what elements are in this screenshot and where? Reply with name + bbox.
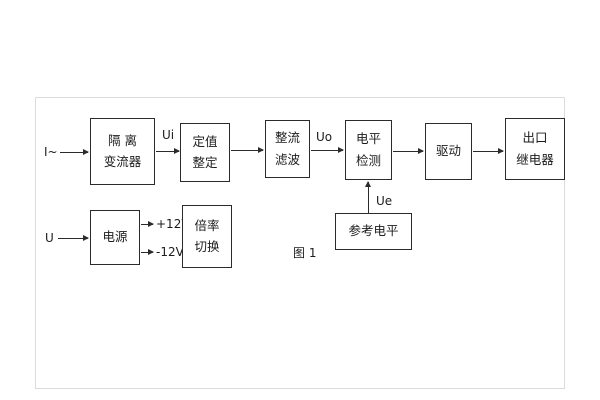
arrow-power-plus12 bbox=[141, 221, 154, 227]
input-current-label: I~ bbox=[44, 145, 58, 159]
signal-minus12-label: -12V bbox=[156, 245, 184, 259]
figure-border bbox=[35, 97, 565, 389]
block-ratio-switching-line2: 切换 bbox=[194, 239, 220, 254]
block-rectifier-filter-line2: 滤波 bbox=[274, 151, 300, 167]
block-ratio-switching: 倍率 切换 bbox=[182, 205, 232, 268]
block-output-relay-line1: 出口 bbox=[522, 130, 548, 145]
arrow-isolation-to-setting bbox=[156, 148, 180, 154]
block-level-detection-line1: 电平 bbox=[355, 131, 381, 146]
signal-plus12-label: +12V bbox=[156, 217, 190, 231]
block-setpoint-setting: 定值 整定 bbox=[180, 123, 230, 182]
signal-ue-label: Ue bbox=[376, 194, 393, 208]
block-rectifier-filter: 整流 滤波 bbox=[265, 120, 310, 178]
block-reference-level-line1: 参考电平 bbox=[348, 223, 399, 239]
block-ratio-switching-line1: 倍率 bbox=[194, 217, 220, 233]
figure-caption: 图 1 bbox=[293, 246, 317, 260]
input-voltage-label: U bbox=[45, 231, 54, 245]
block-output-relay: 出口 继电器 bbox=[505, 118, 565, 180]
block-drive: 驱动 bbox=[425, 123, 472, 180]
arrow-power-minus12 bbox=[141, 249, 154, 255]
arrow-reference-to-level bbox=[365, 181, 371, 213]
block-level-detection-line2: 检测 bbox=[355, 152, 381, 168]
block-setpoint-setting-line1: 定值 bbox=[192, 133, 218, 149]
block-level-detection: 电平 检测 bbox=[345, 120, 392, 180]
block-power-supply: 电源 bbox=[90, 210, 140, 265]
block-power-supply-line1: 电源 bbox=[102, 229, 128, 245]
arrow-drive-to-relay bbox=[473, 148, 504, 154]
block-isolation-transformer-line1: 隔 离 bbox=[108, 132, 137, 148]
block-isolation-transformer-line2: 变流器 bbox=[103, 154, 142, 169]
arrow-rectify-to-level bbox=[311, 147, 344, 153]
arrow-setting-to-rectify bbox=[231, 147, 264, 153]
block-drive-line1: 驱动 bbox=[435, 143, 461, 159]
arrow-input-voltage bbox=[58, 235, 89, 241]
block-rectifier-filter-line1: 整流 bbox=[274, 130, 300, 145]
arrow-level-to-drive bbox=[393, 148, 424, 154]
block-isolation-transformer: 隔 离 变流器 bbox=[90, 118, 155, 185]
signal-ui-label: Ui bbox=[162, 128, 175, 142]
block-reference-level: 参考电平 bbox=[335, 213, 412, 250]
signal-uo-label: Uo bbox=[316, 130, 333, 144]
block-setpoint-setting-line2: 整定 bbox=[192, 155, 218, 170]
block-output-relay-line2: 继电器 bbox=[516, 151, 554, 167]
arrow-input-current bbox=[60, 149, 89, 155]
